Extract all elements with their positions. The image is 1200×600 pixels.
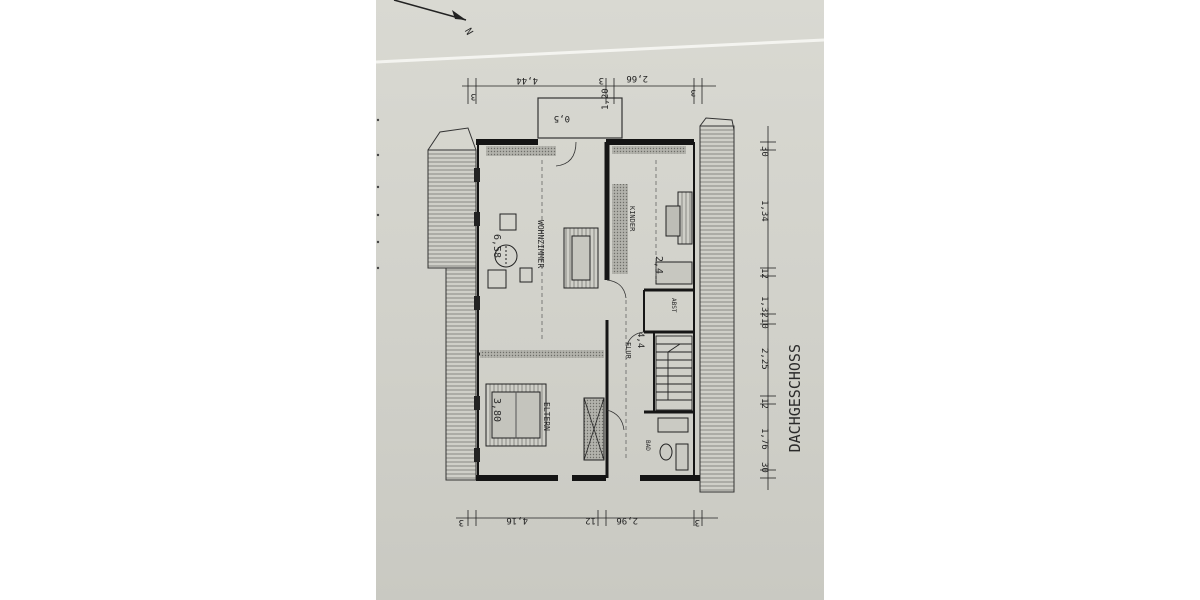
dim-bottom-3: 12 [585, 515, 596, 525]
dim-top-1: 3 [471, 91, 476, 101]
dim-balcony-2: 1,20 [601, 88, 611, 110]
dim-right-9: 30 [759, 462, 769, 473]
room-label-bad: BAD [644, 440, 651, 451]
floor-plan-sheet: N [376, 0, 824, 600]
dimension-chain-bottom [456, 510, 718, 526]
furniture-wohnzimmer [487, 213, 599, 289]
room-area-flur: 4,4 [635, 332, 645, 348]
dim-top-5: 3 [691, 87, 696, 97]
margin-marks [376, 118, 380, 270]
cabinet-hall [480, 350, 604, 358]
dim-right-3: 12 [759, 268, 769, 279]
room-label-abst: ABST [670, 298, 677, 313]
door-swings [555, 141, 645, 431]
furniture-eltern [485, 383, 547, 447]
dim-right-6: 2,25 [759, 348, 769, 370]
room-label-eltern: ELTERN [542, 402, 551, 431]
north-label: N [462, 27, 475, 38]
dim-right-1: 30 [759, 146, 769, 157]
dim-top-2: 4,44 [516, 75, 538, 85]
room-area-kinder: 2,4 [653, 256, 664, 274]
room-area-eltern: 3,80 [491, 398, 502, 422]
staircase [655, 335, 693, 411]
cabinet-kinder [612, 184, 628, 274]
dim-balcony-1: 0,5 [554, 113, 570, 123]
paper-fold-line [376, 38, 824, 64]
room-label-flur: FLUR [624, 342, 632, 360]
dim-bottom-1: 3 [459, 517, 464, 527]
cabinet-wohnzimmer [486, 146, 556, 156]
dim-bottom-4: 2,96 [616, 515, 638, 525]
dim-right-4: 1,32 [759, 296, 769, 318]
floor-plan-drawing: N [376, 0, 824, 527]
dim-top-4: 2,66 [626, 73, 648, 83]
bathroom-fixtures [657, 417, 689, 471]
furniture-kinder [655, 191, 693, 285]
balcony [537, 97, 623, 139]
dim-bottom-2: 4,16 [506, 515, 528, 525]
dim-top-3: 3 [599, 75, 604, 85]
dimension-chain-right [760, 126, 776, 490]
dimension-chain-top [462, 78, 716, 104]
left-wall-windows [474, 168, 480, 462]
room-area-wohnzimmer: 6,58 [491, 234, 502, 258]
outer-walls [476, 139, 700, 481]
cabinet-top [612, 146, 686, 154]
roof-left-lower [445, 267, 477, 481]
dim-right-2: 1,34 [759, 200, 769, 222]
dim-right-5: 10 [759, 318, 769, 329]
roof-right [699, 125, 735, 493]
room-label-wohnzimmer: WOHNZIMMER [536, 220, 545, 268]
roof-left-upper [427, 149, 477, 269]
dashed-lines [541, 160, 657, 460]
north-arrow: N [393, 0, 475, 38]
dim-bottom-5: 3 [695, 517, 700, 527]
dim-right-8: 1,76 [759, 428, 769, 450]
room-label-kinder: KINDER [628, 206, 636, 232]
dim-right-7: 12 [759, 398, 769, 409]
sheet-title: DACHGESCHOSS [786, 344, 804, 452]
